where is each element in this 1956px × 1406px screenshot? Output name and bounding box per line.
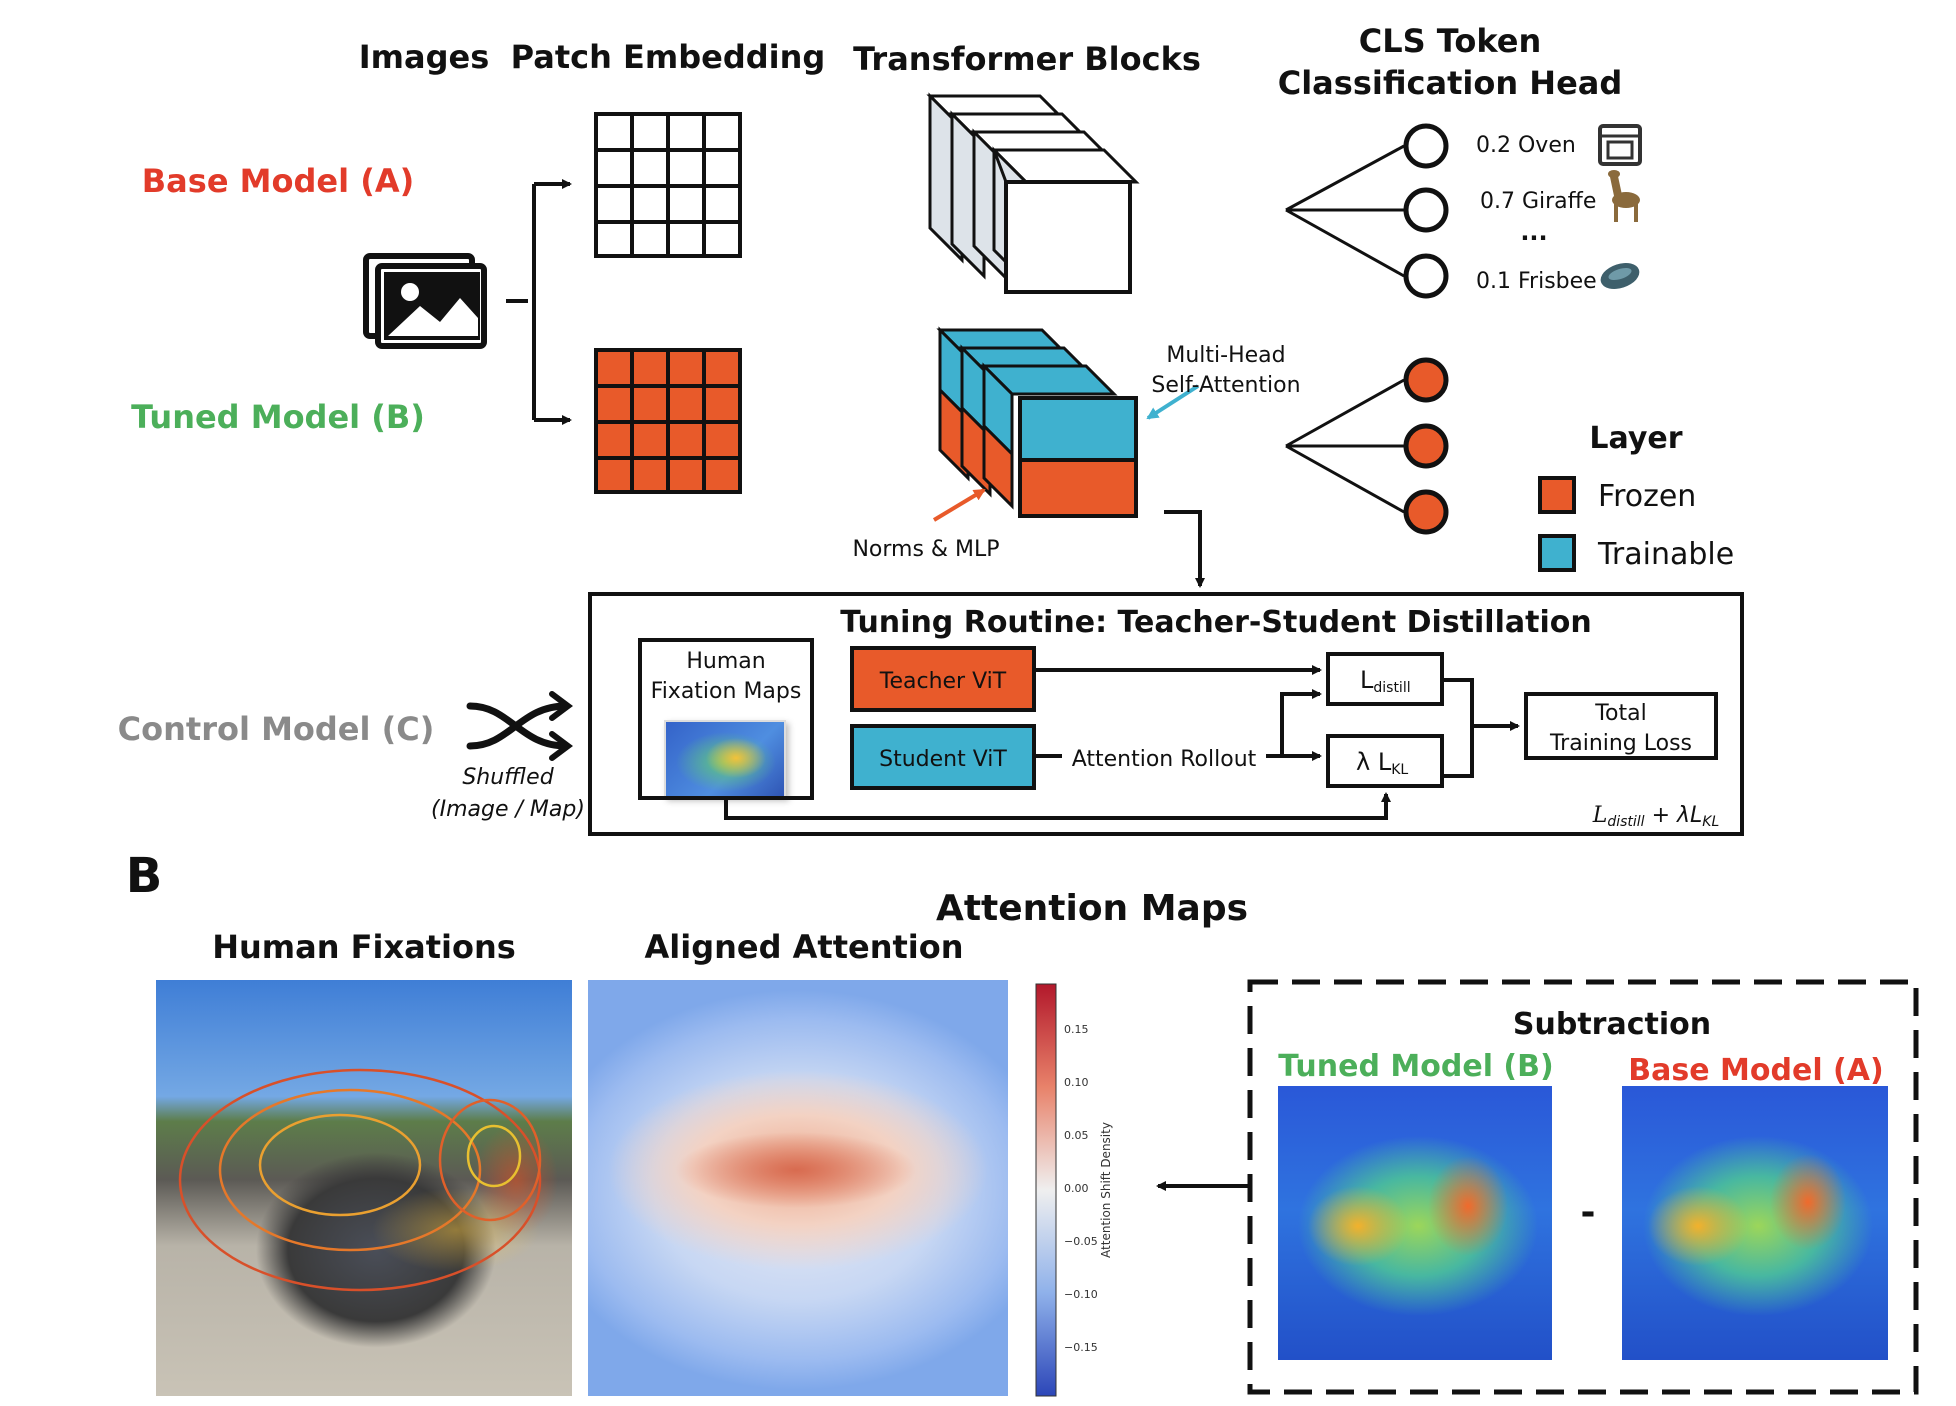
tuning-routine-box: [588, 592, 1744, 836]
total-loss-box: [1524, 692, 1718, 760]
cls-node-tuned-1: [1403, 357, 1449, 403]
transformer-blocks-tuned: [936, 326, 1138, 518]
transformer-blocks-base: [926, 92, 1140, 294]
giraffe-icon: [1608, 170, 1640, 222]
shuffled-label-line1: Shuffled: [462, 765, 554, 790]
svg-text:−0.10: −0.10: [1064, 1288, 1098, 1301]
svg-text:0.00: 0.00: [1064, 1182, 1089, 1195]
attention-rollout-label: Attention Rollout: [1072, 747, 1257, 772]
cls-node-tuned-2: [1403, 423, 1449, 469]
l-distill-label: Ldistill: [1360, 666, 1411, 696]
loss-formula: Ldistill + λLKL: [1592, 803, 1720, 830]
svg-text:−0.15: −0.15: [1064, 1341, 1098, 1354]
total-loss-line1: Total: [1594, 701, 1646, 726]
minus-sign: -: [1581, 1192, 1596, 1233]
colorbar: [1035, 983, 1057, 1397]
cls-head-base: [1285, 144, 1405, 278]
cls-node-oven: [1403, 123, 1449, 169]
frisbee-icon: [1600, 263, 1640, 289]
mhsa-label-line1: Multi-Head: [1166, 343, 1285, 368]
teacher-vit-label: Teacher ViT: [879, 669, 1007, 694]
base-model-heatmap: [1622, 1086, 1888, 1360]
cls-node-tuned-3: [1403, 489, 1449, 535]
prediction-ellipsis: ...: [1520, 218, 1547, 246]
patch-grid-base: [594, 112, 742, 258]
subtraction-tuned-label: Tuned Model (B): [1278, 1049, 1553, 1084]
tuned-model-heatmap: [1278, 1086, 1552, 1360]
attention-maps-title: Attention Maps: [936, 888, 1248, 929]
fixation-contours: [178, 1068, 542, 1292]
header-patch-embedding: Patch Embedding: [511, 38, 826, 76]
total-loss-line2: Training Loss: [1549, 731, 1692, 756]
oven-icon: [1598, 124, 1642, 166]
legend-frozen-label: Frozen: [1598, 479, 1696, 514]
legend-frozen-swatch: [1538, 476, 1576, 514]
fixation-map-thumbnail: [664, 720, 786, 798]
prediction-giraffe: 0.7 Giraffe: [1480, 189, 1596, 214]
subtraction-box: [1247, 979, 1919, 1395]
human-fixation-photo: [156, 980, 572, 1396]
norms-mlp-label: Norms & MLP: [852, 537, 999, 562]
human-fixation-label-line1: Human: [686, 649, 765, 674]
student-vit-box: [850, 724, 1036, 790]
panel-b-label: B: [126, 848, 163, 904]
cls-head-tuned: [1285, 378, 1405, 514]
subtraction-base-label: Base Model (A): [1628, 1053, 1883, 1088]
human-fixation-label-line2: Fixation Maps: [651, 679, 802, 704]
cls-node-giraffe: [1403, 187, 1449, 233]
shuffled-label-line2: (Image / Map): [431, 797, 585, 822]
prediction-oven: 0.2 Oven: [1476, 133, 1576, 158]
mhsa-label-line2: Self-Attention: [1151, 373, 1300, 398]
colorbar-label: Attention Shift Density: [1099, 1122, 1113, 1258]
header-cls-token: CLS Token: [1359, 22, 1542, 60]
svg-text:−0.05: −0.05: [1064, 1235, 1098, 1248]
header-classification-head: Classification Head: [1278, 64, 1623, 102]
norms-mlp-arrow: [932, 488, 986, 522]
legend-trainable-swatch: [1538, 534, 1576, 572]
header-images: Images: [359, 38, 490, 76]
student-vit-label: Student ViT: [879, 747, 1007, 772]
tuned-model-label: Tuned Model (B): [131, 398, 425, 436]
l-kl-label: λ LKL: [1356, 748, 1408, 778]
legend-title: Layer: [1589, 421, 1682, 456]
svg-text:0.15: 0.15: [1064, 1023, 1089, 1036]
image-icon: [363, 253, 487, 349]
cls-node-frisbee: [1403, 253, 1449, 299]
tuning-arrows: [724, 665, 1520, 820]
mhsa-arrow: [1146, 384, 1200, 420]
aligned-attention-heatmap: [588, 980, 1008, 1396]
teacher-vit-box: [850, 646, 1036, 712]
svg-text:0.05: 0.05: [1064, 1129, 1089, 1142]
colorbar-ticks: 0.15 0.10 0.05 0.00 −0.05 −0.10 −0.15: [1064, 1023, 1098, 1354]
control-model-label: Control Model (C): [118, 710, 435, 748]
human-fixations-title: Human Fixations: [212, 928, 516, 966]
tuning-routine-title: Tuning Routine: Teacher-Student Distilla…: [840, 605, 1591, 640]
base-model-label: Base Model (A): [142, 162, 414, 200]
svg-text:0.10: 0.10: [1064, 1076, 1089, 1089]
header-transformer-blocks: Transformer Blocks: [853, 40, 1201, 78]
aligned-attention-title: Aligned Attention: [644, 928, 963, 966]
tuning-input-arrow: [1164, 510, 1205, 588]
patch-grid-tuned: [594, 348, 742, 494]
subtraction-title: Subtraction: [1513, 1007, 1711, 1042]
prediction-frisbee: 0.1 Frisbee: [1476, 269, 1597, 294]
branch-arrows: [506, 179, 572, 425]
l-kl-box: [1326, 734, 1444, 788]
l-distill-box: [1326, 652, 1444, 706]
shuffle-icon: [466, 691, 573, 761]
legend-trainable-label: Trainable: [1597, 537, 1734, 572]
